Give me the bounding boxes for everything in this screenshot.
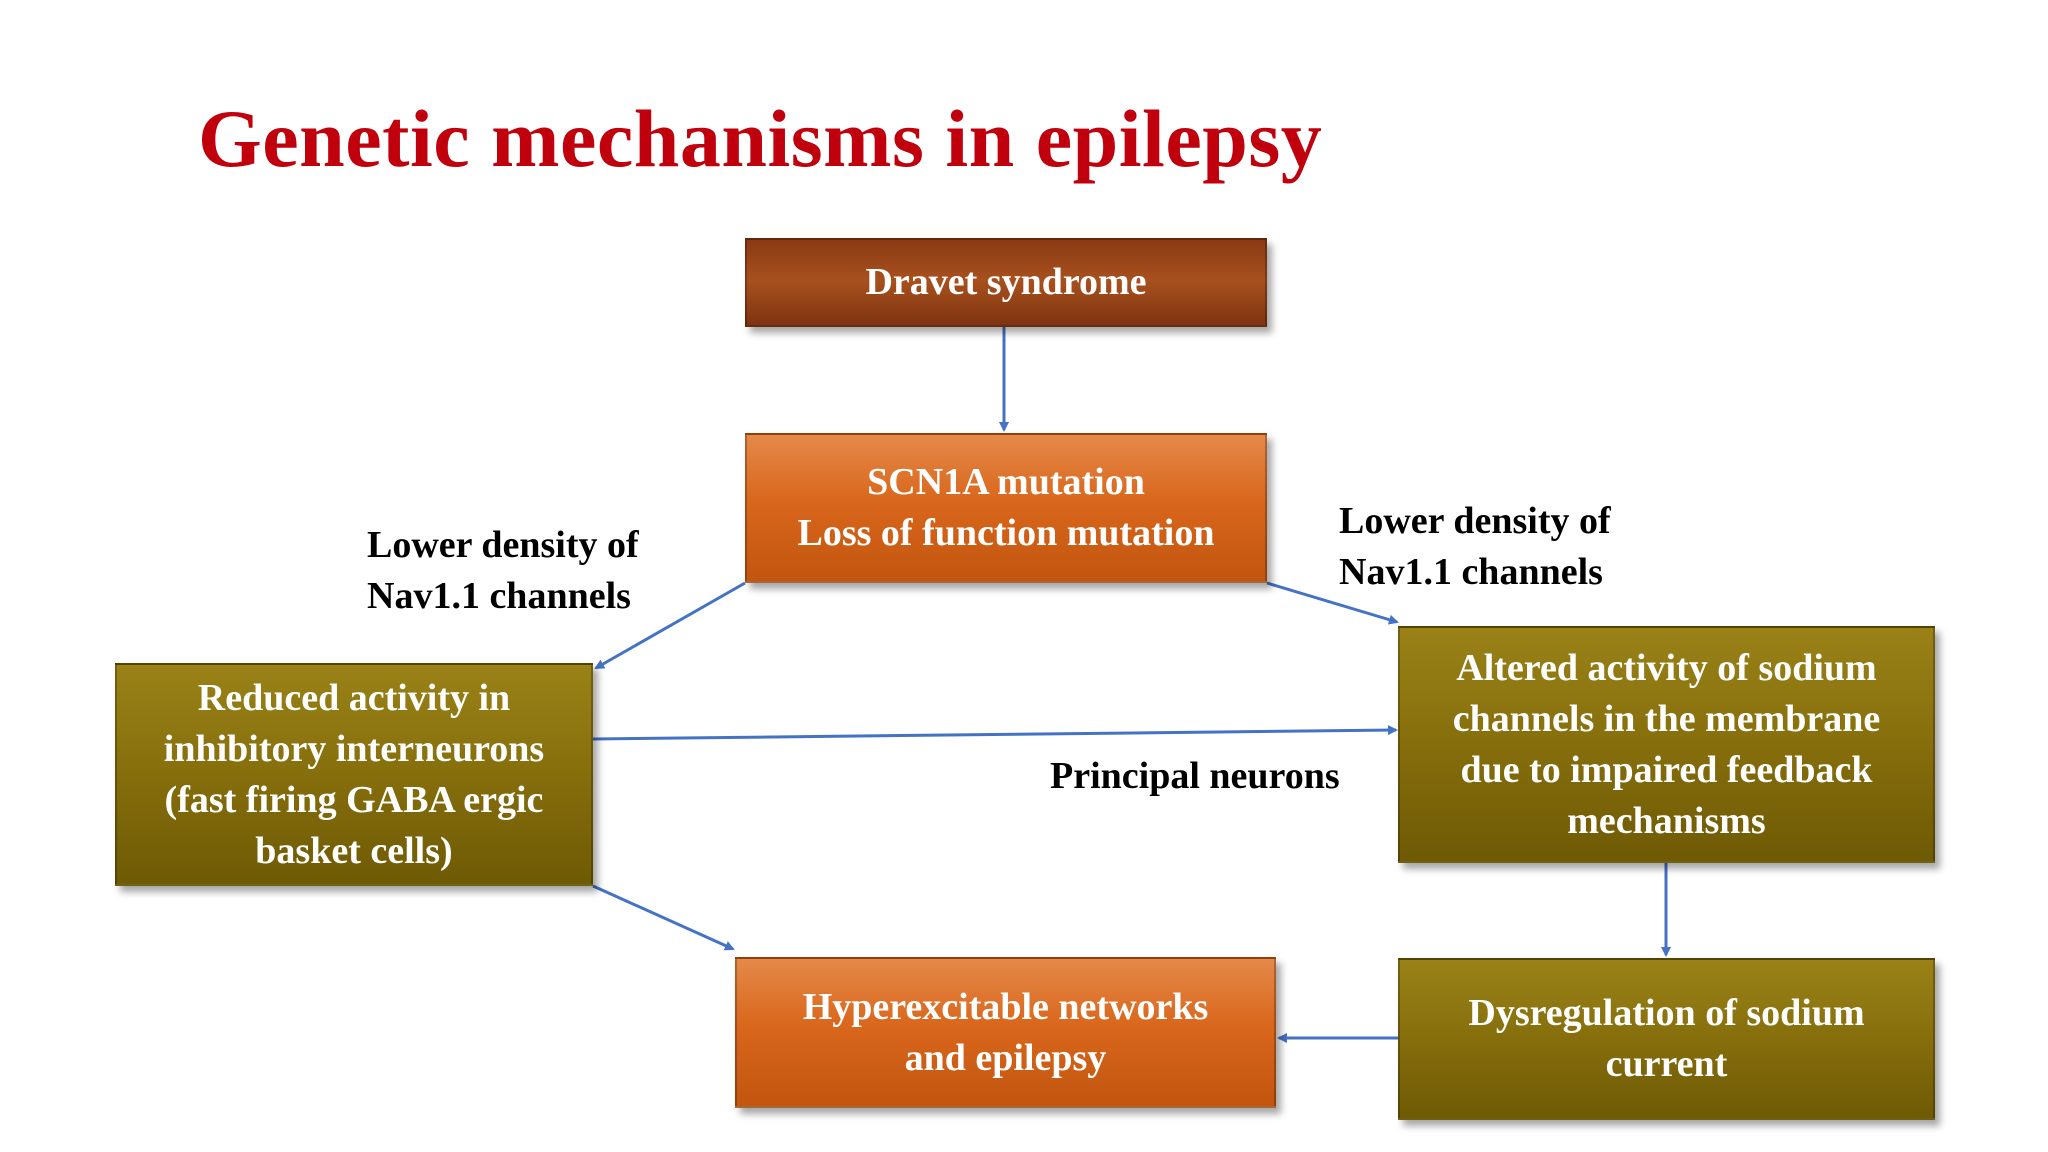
arrow-reduced-to-altered <box>592 725 1398 741</box>
arrow-scn1a-to-reduced <box>594 581 746 670</box>
node-scn1a-text: SCN1A mutation Loss of function mutation <box>797 461 1215 554</box>
arrow-reduced-to-hyper <box>592 884 735 951</box>
node-dravet-text: Dravet syndrome <box>865 261 1147 303</box>
node-dysregulation: Dysregulation of sodium current <box>1398 958 1935 1120</box>
node-hyperexcitable-networks: Hyperexcitable networks and epilepsy <box>735 957 1276 1108</box>
node-scn1a-mutation: SCN1A mutation Loss of function mutation <box>745 433 1267 583</box>
node-reduced-text: Reduced activity in inhibitory interneur… <box>163 676 545 872</box>
label-right-density: Lower density of Nav1.1 channels <box>1339 500 1611 593</box>
node-dysreg-text: Dysregulation of sodium current <box>1468 992 1865 1085</box>
node-dravet-syndrome: Dravet syndrome <box>745 238 1267 327</box>
node-altered-activity: Altered activity of sodium channels in t… <box>1398 626 1935 863</box>
node-altered-text: Altered activity of sodium channels in t… <box>1452 646 1881 842</box>
label-left-density: Lower density of Nav1.1 channels <box>367 524 639 617</box>
node-hyper-text: Hyperexcitable networks and epilepsy <box>802 985 1209 1079</box>
arrow-scn1a-to-altered <box>1266 581 1399 625</box>
node-reduced-activity: Reduced activity in inhibitory interneur… <box>115 663 593 886</box>
label-principal-neurons: Principal neurons <box>1050 755 1340 797</box>
slide-title: Genetic mechanisms in epilepsy <box>198 93 1323 184</box>
